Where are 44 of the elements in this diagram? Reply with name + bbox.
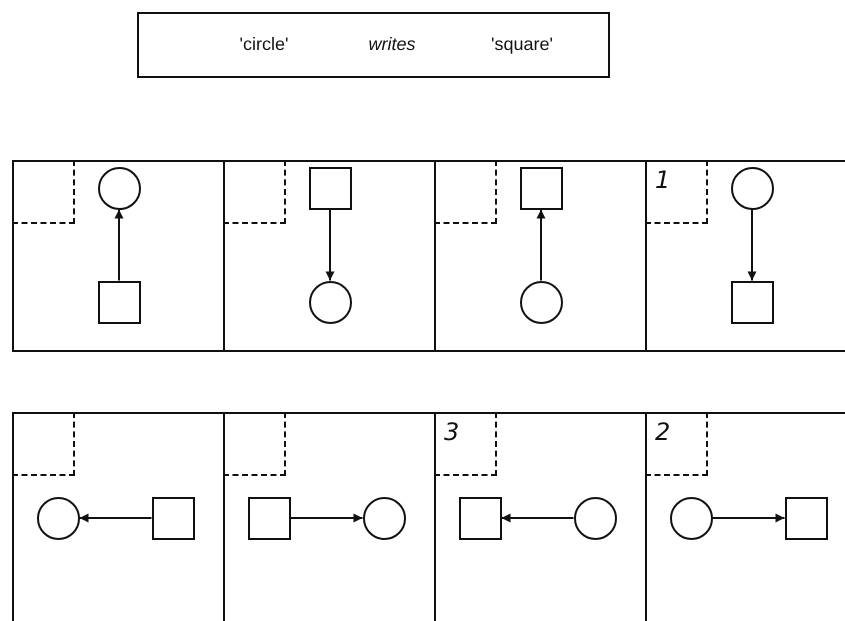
arrow — [536, 210, 546, 280]
arrow — [290, 514, 362, 522]
arrow — [114, 210, 124, 280]
circle-shape — [362, 496, 406, 540]
circle-shape — [308, 280, 352, 324]
circle-shape — [670, 496, 712, 540]
answer-box — [12, 412, 75, 476]
circle-shape — [520, 280, 562, 324]
square-shape — [98, 280, 140, 324]
answer-box — [434, 160, 497, 224]
arrow — [712, 514, 784, 522]
header-text: writes — [367, 34, 416, 55]
arrow — [326, 210, 334, 280]
arrow — [80, 514, 152, 522]
arrow — [502, 514, 574, 522]
answer-number: 3 — [444, 418, 460, 446]
answer-number: 2 — [655, 418, 670, 446]
answer-box — [12, 160, 75, 224]
answer-box — [434, 412, 497, 476]
arrow — [748, 210, 756, 280]
square-shape — [458, 496, 502, 540]
header-text: 'square' — [490, 34, 554, 55]
square-shape — [730, 280, 774, 324]
panel — [12, 160, 225, 352]
answer-box — [645, 160, 708, 224]
square-shape — [308, 166, 352, 210]
panel — [645, 160, 845, 352]
panel — [12, 412, 225, 621]
answer-box — [223, 412, 286, 476]
square-shape — [784, 496, 828, 540]
square-shape — [248, 496, 290, 540]
answer-box — [645, 412, 708, 476]
header-text: 'circle' — [238, 34, 290, 55]
circle-shape — [98, 166, 140, 210]
square-shape — [520, 166, 562, 210]
header-box — [137, 12, 610, 78]
panel — [223, 160, 436, 352]
circle-shape — [574, 496, 616, 540]
circle-shape — [36, 496, 80, 540]
square-shape — [152, 496, 194, 540]
answer-number: 1 — [655, 166, 670, 194]
answer-box — [223, 160, 286, 224]
circle-shape — [730, 166, 774, 210]
panel — [434, 160, 647, 352]
